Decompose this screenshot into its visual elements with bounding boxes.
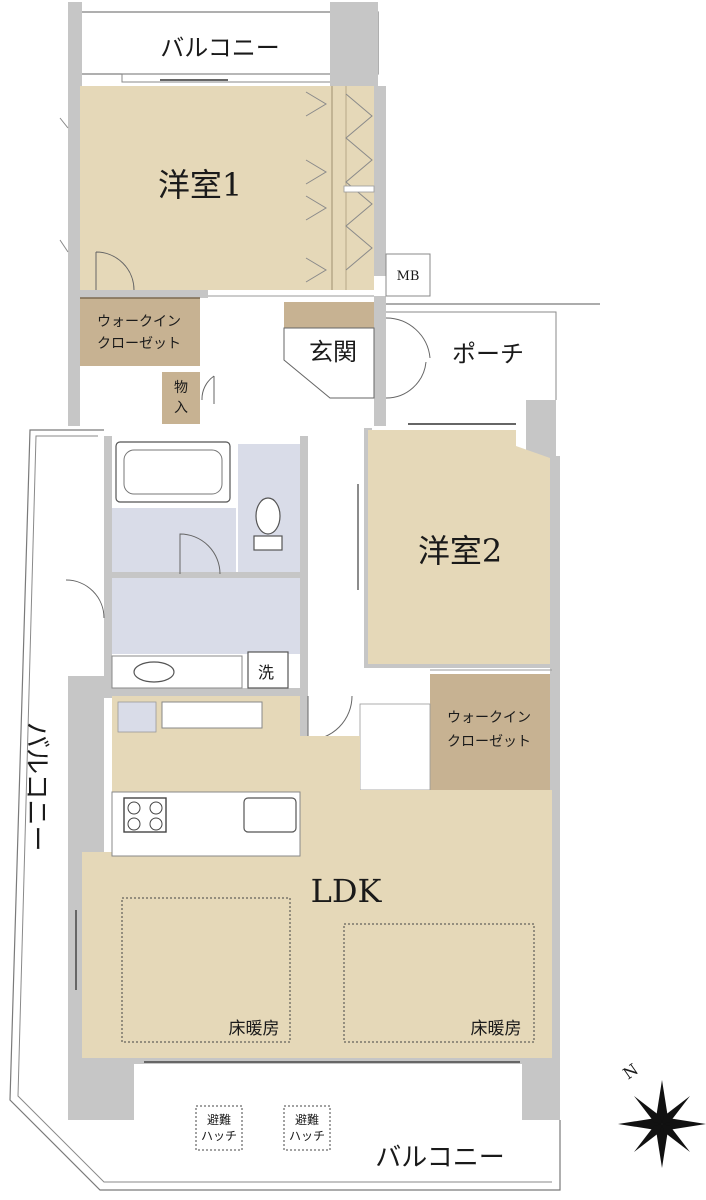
western-room-2-label: 洋室2	[418, 532, 502, 570]
compass: N	[618, 1060, 706, 1168]
porch-label: ポーチ	[452, 340, 524, 368]
entrance-step	[284, 302, 374, 328]
storage-label-line2: 入	[174, 400, 188, 416]
storage-label-line1: 物	[174, 380, 188, 396]
balcony-left-label: バルコニー	[21, 722, 51, 851]
walk-in-closet-2	[430, 674, 550, 790]
wet-areas	[65, 441, 353, 741]
evacuation-hatch-1-label-line2: ハッチ	[201, 1129, 237, 1143]
evacuation-hatch-2	[283, 1105, 331, 1151]
compass-north-label: N	[619, 1060, 641, 1084]
evacuation-hatch-1	[195, 1105, 243, 1151]
toilet	[255, 497, 281, 535]
floor-heating-zone-left	[121, 897, 291, 1043]
floor-heating-left-label: 床暖房	[229, 1019, 280, 1039]
evacuation-hatch-1-label-line1: 避難	[207, 1112, 231, 1127]
floor-heating-right-label: 床暖房	[471, 1019, 522, 1039]
western-room-1	[59, 79, 375, 290]
washer-label: 洗	[258, 663, 274, 682]
bathtub	[115, 441, 231, 503]
washbasin	[133, 661, 175, 683]
ldk-label: LDK	[311, 872, 383, 910]
evacuation-hatch-2-label-line1: 避難	[295, 1112, 319, 1127]
entrance-label: 玄関	[309, 338, 357, 366]
western-room-1-label: 洋室1	[158, 166, 242, 204]
western-room-2	[357, 423, 550, 664]
walk-in-closet-1-label-line1: ウォークイン	[97, 314, 181, 330]
balcony-bottom-label: バルコニー	[375, 1143, 504, 1173]
walk-in-closet-2-label-line2: クローゼット	[447, 734, 531, 750]
evacuation-hatch-2-label-line2: ハッチ	[289, 1129, 325, 1143]
floor-heating-zone-right	[343, 923, 535, 1043]
entrance	[283, 327, 375, 399]
ldk	[75, 696, 552, 1063]
mb-label: MB	[397, 269, 420, 284]
walk-in-closet-2-label-line1: ウォークイン	[447, 710, 531, 726]
balcony-left	[9, 429, 561, 1191]
storage	[162, 372, 200, 424]
kitchen-sink	[243, 797, 297, 833]
mb-box	[385, 253, 431, 297]
stove	[123, 797, 167, 833]
balcony-top-label: バルコニー	[160, 34, 280, 62]
walk-in-closet-1-label-line2: クローゼット	[97, 336, 181, 352]
walk-in-closet-1	[80, 298, 200, 366]
washer	[247, 651, 289, 689]
door-bedroom1	[95, 251, 135, 291]
